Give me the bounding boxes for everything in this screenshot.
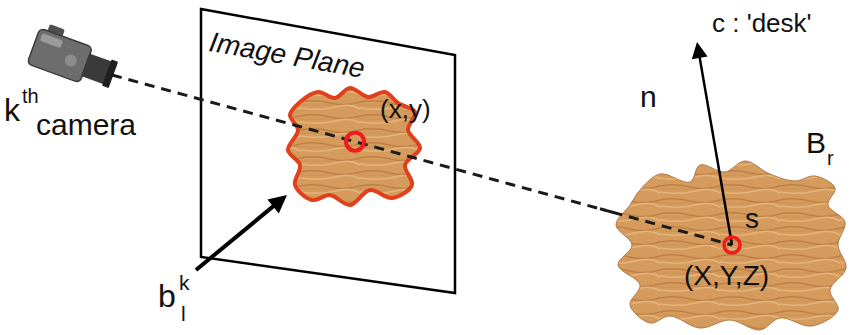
surface-point bbox=[724, 237, 740, 253]
plane-outline bbox=[201, 9, 455, 293]
normal-arrow-shaft bbox=[699, 55, 732, 245]
blob-pointer bbox=[196, 195, 287, 270]
camera-index: k bbox=[4, 94, 20, 126]
image-coordinates: (x,y) bbox=[380, 96, 431, 122]
subscript: l bbox=[181, 303, 186, 324]
image-point bbox=[346, 133, 364, 151]
blob-symbol: b bbox=[158, 280, 176, 312]
surface-region: s (X,Y,Z) bbox=[612, 150, 850, 335]
surface-region-shape bbox=[612, 150, 850, 335]
class-label: c : 'desk' bbox=[712, 10, 812, 36]
projection-ray bbox=[600, 209, 732, 245]
normal-arrow bbox=[692, 42, 732, 245]
camera-label: camera bbox=[36, 110, 136, 140]
point-name: s bbox=[745, 205, 759, 233]
blob-pointer-head bbox=[267, 195, 287, 213]
normal-arrow-head bbox=[692, 42, 708, 59]
region-symbol: B bbox=[806, 128, 826, 158]
camera-icon bbox=[27, 21, 122, 92]
subscript: r bbox=[827, 148, 834, 168]
world-coordinates: (X,Y,Z) bbox=[684, 262, 769, 290]
superscript: k bbox=[179, 272, 190, 293]
superscript: th bbox=[22, 86, 39, 106]
blob-pointer-shaft bbox=[196, 204, 276, 270]
image-plane: Image Plane bbox=[200, 8, 456, 295]
normal-label: n bbox=[640, 82, 657, 112]
